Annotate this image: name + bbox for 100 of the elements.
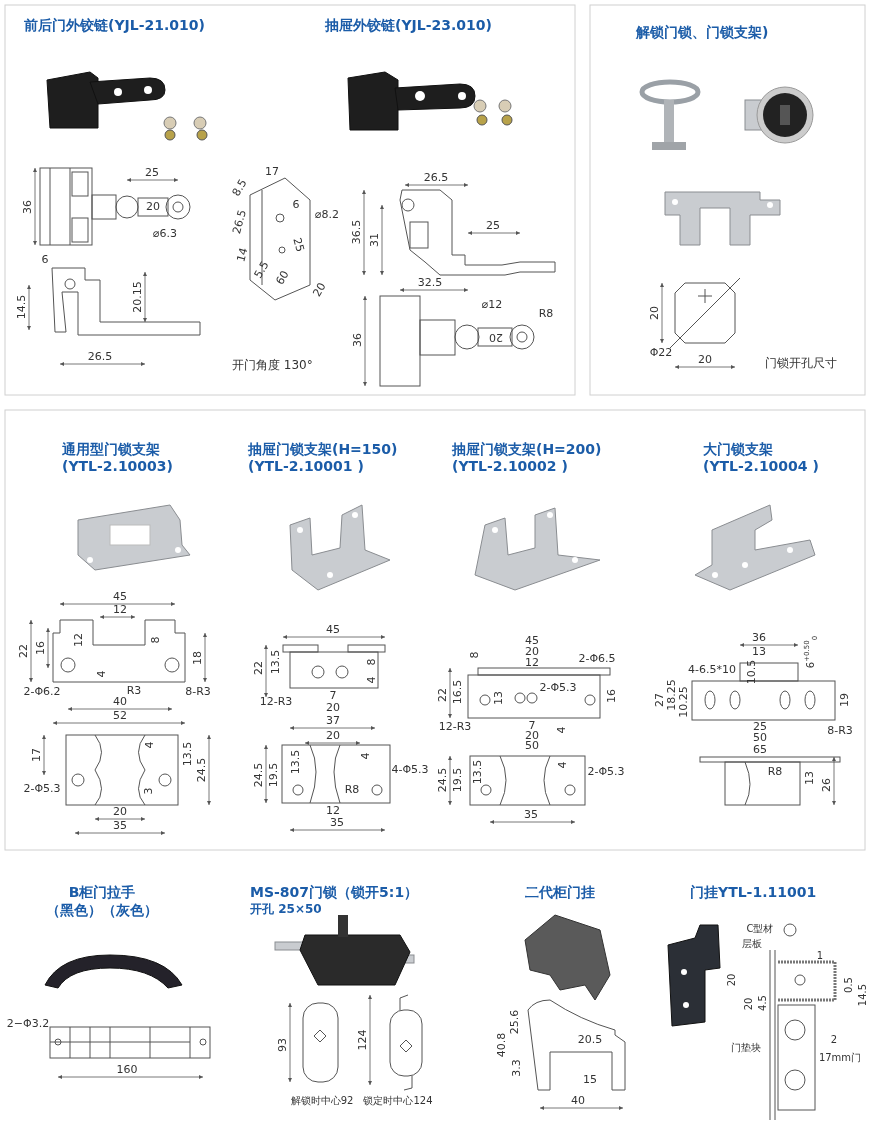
dimension-label: 13 <box>803 771 817 785</box>
product-title: 解锁门锁、门锁支架) <box>636 25 769 41</box>
dimension-label: 19.5 <box>451 767 465 793</box>
dimension-label: Φ22 <box>649 346 673 360</box>
dimension-label: 14.5 <box>856 983 868 1007</box>
product-title: 开孔 25×50 <box>250 903 322 917</box>
dimension-label: 22 <box>436 688 450 702</box>
dimension-label: 2−Φ3.2 <box>6 1017 50 1031</box>
dimension-label: 14 <box>235 246 251 264</box>
dimension-label: 4 <box>556 761 570 769</box>
dimension-label: 27 <box>653 693 667 707</box>
product-title: B柜门拉手 <box>68 885 136 901</box>
dimension-label: 4 <box>95 670 109 678</box>
dimension-label: 8-R3 <box>827 724 853 738</box>
dimension-label: 12 <box>326 804 340 818</box>
dimension-label: 13.5 <box>289 749 303 775</box>
dimension-label: R3 <box>126 684 142 697</box>
dimension-label: 24.5 <box>436 767 450 793</box>
dimension-label: 2-Φ6.5 <box>578 652 616 666</box>
dimension-label: 40 <box>571 1094 585 1108</box>
product-title: 抽屉外铰链(YJL-23.010) <box>325 18 492 34</box>
dimension-label: 36 <box>351 333 365 347</box>
dimension-label: 4-6.5*10 <box>688 663 736 677</box>
dimension-label: 35 <box>113 819 127 833</box>
dimension-label: 2-Φ6.2 <box>23 685 61 699</box>
dimension-label: 13 <box>492 691 506 705</box>
dimension-label: 10.25 <box>677 686 691 718</box>
dimension-label: 15 <box>583 1073 597 1087</box>
dimension-label: 25 <box>753 720 767 733</box>
dimension-label: 36.5 <box>350 219 364 245</box>
dimension-label: R8 <box>344 783 360 797</box>
dimension-label: 37 <box>326 714 340 728</box>
dimension-label: 4 <box>365 676 379 684</box>
dimension-label: 20 <box>525 729 539 742</box>
product-title: (YTL-2.10002 ) <box>452 459 568 475</box>
dimension-label: 20.5 <box>577 1033 603 1047</box>
dimension-label: 2 <box>830 1033 838 1045</box>
dimension-label: 31 <box>368 233 382 247</box>
dimension-label: 7 <box>329 689 337 703</box>
product-title: （黑色）（灰色） <box>46 903 158 919</box>
dimension-label: 45 <box>113 590 127 604</box>
dimension-label: 10.5 <box>745 659 759 685</box>
dimension-label: 16 <box>34 641 48 655</box>
dimension-label: 17mm门 <box>818 1051 862 1063</box>
dimension-label: 45 <box>525 634 539 647</box>
dimension-label: 36 <box>21 200 35 214</box>
product-title: MS-807门锁（锁开5:1） <box>250 885 419 901</box>
dimension-label: ⌀8.2 <box>314 208 340 222</box>
dimension-label: 8 <box>365 658 379 666</box>
dimension-label: 19 <box>838 693 852 707</box>
dimension-label: 4 <box>359 752 373 760</box>
dimension-label: 26.5 <box>423 171 449 185</box>
dimension-label: 32.5 <box>417 276 443 290</box>
dimension-label: 门垫块 <box>731 1041 761 1053</box>
dimension-label: 20 <box>742 997 754 1011</box>
dimension-label: 12-R3 <box>438 720 472 734</box>
dimension-label: 124 <box>356 1029 370 1051</box>
dimension-label: 8 <box>149 636 163 644</box>
dimension-label: R8 <box>767 765 783 779</box>
dimension-label: 52 <box>113 709 127 723</box>
note-text: 开门角度 130° <box>232 359 313 373</box>
dimension-label: 19.5 <box>267 762 281 788</box>
dimension-label: 26 <box>820 778 834 792</box>
product-title: (YTL-2.10003) <box>62 459 173 475</box>
dimension-label: 20 <box>326 729 340 743</box>
dimension-label: 8-R3 <box>185 685 211 699</box>
dimension-label: ⌀12 <box>481 298 503 312</box>
dimension-label: 20 <box>311 280 329 300</box>
dimension-label: 20 <box>698 353 712 367</box>
dimension-label: 35 <box>524 808 538 822</box>
dimension-label: 12 <box>525 656 539 670</box>
dimension-label: 3 <box>142 787 156 795</box>
dimension-label: 锁定时中心124 <box>363 1094 433 1106</box>
dimension-label: 16 <box>605 689 619 703</box>
dimension-label: 6 <box>292 198 300 212</box>
dimension-label: 20 <box>146 200 160 214</box>
product-title: 二代柜门挂 <box>525 885 595 901</box>
dimension-label: 22 <box>17 644 31 658</box>
dimension-label: 25 <box>145 166 159 180</box>
dimension-label: 40 <box>113 695 127 709</box>
dimension-label: 14.5 <box>15 294 29 320</box>
dimension-label: 13.5 <box>181 741 195 767</box>
dimension-label: 12 <box>113 603 127 617</box>
dimension-label: 93 <box>276 1038 290 1052</box>
dimension-label: 2-Φ5.3 <box>23 782 61 796</box>
product-title: 抽屉门锁支架(H=200) <box>452 442 602 458</box>
dimension-label: 20 <box>326 701 340 715</box>
dimension-label: 20.15 <box>131 281 145 313</box>
dimension-label: 4 <box>555 726 569 734</box>
dimension-label: 40.8 <box>495 1032 509 1058</box>
dimension-label: 24.5 <box>195 757 209 783</box>
dimension-label: 20 <box>525 645 539 658</box>
dimension-label: 18.25 <box>665 679 679 711</box>
dimension-label: 20 <box>113 805 127 819</box>
dimension-label: C型材 <box>746 922 774 934</box>
dimension-label: 22 <box>252 661 266 675</box>
dimension-label: 4 <box>143 741 157 749</box>
dimension-label: 25 <box>486 219 500 233</box>
dimension-label: 35 <box>330 816 344 830</box>
dimension-label: 160 <box>116 1063 138 1077</box>
